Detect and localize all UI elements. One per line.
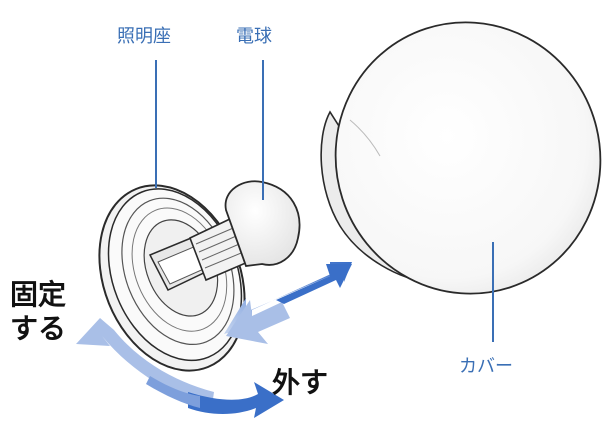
- bulb-label: 電球: [236, 26, 272, 47]
- straight-double-arrow-icon: [224, 262, 352, 344]
- curved-double-arrow-icon: [76, 318, 284, 418]
- fix-label-line1: 固定: [10, 278, 66, 311]
- fix-label-line2: する: [10, 312, 66, 345]
- light-bulb: [188, 180, 301, 282]
- cover-label: カバー: [459, 356, 513, 377]
- cover-globe: [320, 21, 602, 295]
- remove-label: 外す: [272, 366, 328, 399]
- base-label: 照明座: [117, 26, 171, 47]
